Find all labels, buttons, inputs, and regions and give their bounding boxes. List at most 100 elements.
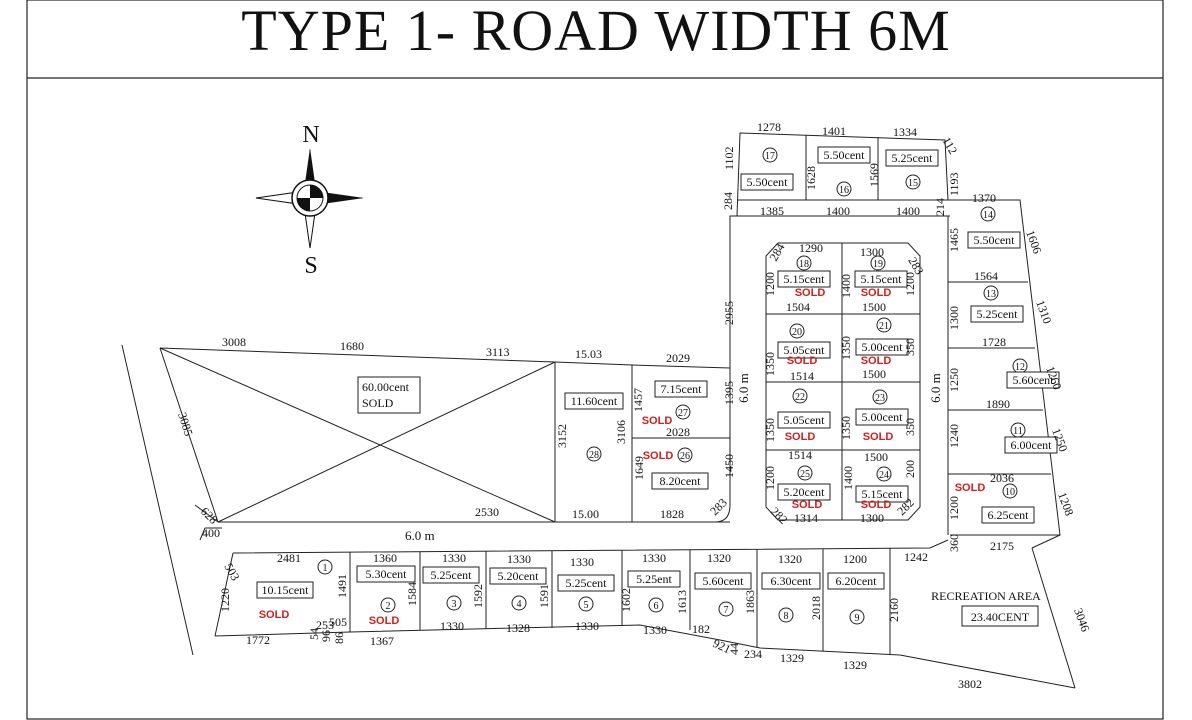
- dim-label: 1457: [631, 388, 645, 412]
- plot-number-circle: [1002, 483, 1018, 499]
- dim-label: 3008: [222, 335, 246, 349]
- dim-label: 628: [198, 504, 221, 527]
- dim-label: 503: [221, 561, 242, 584]
- plot-sold-label: SOLD: [259, 609, 290, 621]
- plot-area-box: [694, 572, 752, 590]
- dim-label: 1330: [570, 555, 594, 569]
- plot-area-box: [256, 581, 314, 599]
- plot-number-circle: [849, 609, 865, 625]
- plot-number: 20: [792, 327, 802, 338]
- plot-number-circle: [446, 595, 462, 611]
- plot-area: 5.15cent: [862, 487, 904, 501]
- dim-label: 3802: [958, 677, 982, 691]
- plot-number-circle: [675, 404, 691, 420]
- plot-number: 8: [784, 611, 789, 622]
- dim-label: 2530: [475, 505, 499, 519]
- plot-number: 21: [879, 321, 889, 332]
- plot-number: 4: [517, 599, 522, 610]
- dim-label: 96: [319, 630, 333, 642]
- plot-area: 10.15cent: [262, 583, 310, 597]
- plot-number-circle: [762, 147, 778, 163]
- dim-label: 1350: [839, 336, 853, 360]
- dim-label: 1680: [340, 339, 364, 353]
- recreation-box: [961, 605, 1039, 627]
- dim-label: 1367: [370, 634, 394, 648]
- plot-area: 5.00cent: [862, 340, 904, 354]
- plot-number-circle: [876, 466, 892, 482]
- dim-label: 1504: [786, 300, 810, 314]
- plot-number-circle: [511, 595, 527, 611]
- plot-number: 9: [855, 613, 860, 624]
- plot-area: 11.60cent: [571, 394, 618, 408]
- plot-sold-label: SOLD: [369, 615, 400, 627]
- plot-number-circle: [648, 597, 664, 613]
- dim-label: 1400: [896, 204, 920, 218]
- plot-number: 11: [1013, 426, 1023, 437]
- plot-4: 4 5.20cent: [489, 567, 547, 611]
- dim-label: 1395: [722, 381, 736, 405]
- plot-number-circle: [980, 206, 996, 222]
- plot-area-box: [740, 173, 794, 191]
- dim-label: 1220: [218, 588, 232, 612]
- compass-icon: [255, 148, 364, 249]
- plot-number: 24: [879, 470, 889, 481]
- plot-12: 125.60cent: [1006, 358, 1060, 389]
- dim-label: 3046: [1071, 606, 1092, 633]
- plot-number: 10: [1005, 487, 1015, 498]
- plot-area-box: [777, 411, 831, 429]
- plot-sold-label: SOLD: [861, 499, 892, 511]
- plot-11: 116.00cent: [1004, 422, 1058, 454]
- dim-label: 1591: [537, 584, 551, 608]
- plot-area: 5.20cent: [784, 485, 826, 499]
- road-label-left: 6.0 m: [736, 373, 751, 403]
- plot-number: 2: [386, 601, 391, 612]
- plot-sold-label: SOLD: [863, 431, 894, 443]
- dim-label: 1330: [575, 619, 599, 633]
- plot-3: 35.25cent: [422, 566, 480, 611]
- dim-label: 1584: [405, 582, 419, 606]
- plots-layer: 110.15centSOLD25.30centSOLD35.25cent45.2…: [256, 146, 1060, 627]
- plot-sold-label: SOLD: [792, 499, 823, 511]
- dim-label: 1772: [246, 633, 270, 647]
- dim-label: 253: [316, 618, 334, 632]
- plot-number: 19: [873, 259, 883, 270]
- plot-area-box: [1004, 436, 1058, 454]
- dim-label: 2018: [809, 596, 823, 620]
- plot-number: 18: [799, 259, 809, 270]
- plot-number: 14: [983, 210, 993, 221]
- dim-label: 1400: [826, 204, 850, 218]
- dim-label: 214: [933, 198, 947, 216]
- plot-area-box: [777, 483, 831, 501]
- dim-label: 1491: [335, 574, 349, 598]
- plot-area-box: [967, 231, 1021, 249]
- plot-number-circle: [870, 255, 886, 271]
- dim-label: 1193: [947, 172, 961, 196]
- plot-number: 22: [795, 392, 805, 403]
- page-title: TYPE 1- ROAD WIDTH 6M: [241, 0, 951, 63]
- dim-label: 1200: [843, 552, 867, 566]
- dim-label: 1500: [864, 450, 888, 464]
- plot-number: 28: [589, 450, 599, 461]
- plot-5: 55.25cent: [557, 574, 615, 612]
- dim-label: 1242: [904, 550, 928, 564]
- dim-label: 2028: [666, 425, 690, 439]
- drawing-border: [26, 0, 1164, 720]
- dim-label: 1890: [986, 397, 1010, 411]
- dim-label: 1330: [442, 551, 466, 565]
- plot-area-box: [627, 570, 681, 588]
- dim-label: 1320: [778, 552, 802, 566]
- dim-label: 1649: [632, 456, 646, 480]
- plot-number-circle: [586, 446, 602, 462]
- plot-number: 3: [452, 599, 457, 610]
- plot-number-circle: [789, 323, 805, 339]
- plot-number-circle: [718, 601, 734, 617]
- plot-area: 8.20cent: [660, 474, 702, 488]
- plot-sold-label: SOLD: [861, 355, 892, 367]
- plot-area: 5.20cent: [498, 569, 540, 583]
